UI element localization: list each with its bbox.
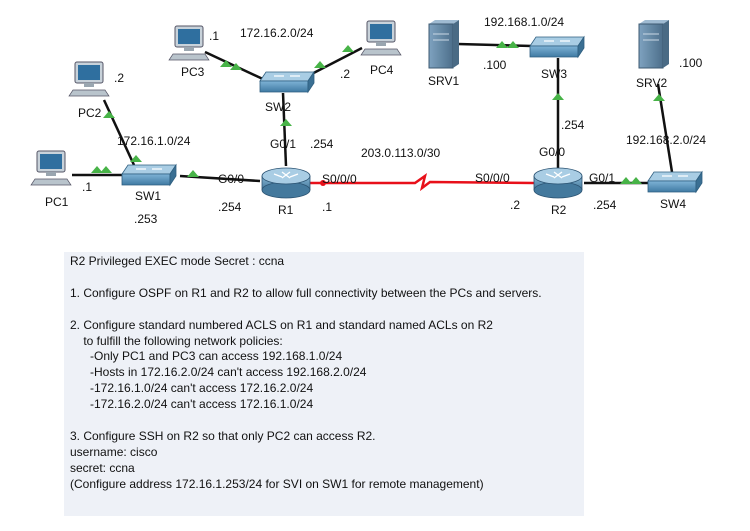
r2-g01-ip-label: .254: [593, 198, 617, 212]
r2-g00-ip-label: .254: [561, 118, 585, 132]
instruction-line: secret: ccna: [70, 460, 135, 475]
link-srv1-sw3: [457, 42, 533, 48]
link-sw2-r1: [281, 92, 288, 167]
sw3-label: SW3: [541, 67, 567, 81]
instruction-line: (Configure address 172.16.1.253/24 for S…: [70, 476, 484, 491]
r2-label: R2: [551, 203, 567, 217]
sw1-ip-label: .253: [134, 212, 158, 226]
pc1-label: PC1: [45, 195, 69, 209]
instruction-line: 3. Configure SSH on R2 so that only PC2 …: [70, 428, 376, 443]
instruction-line: 2. Configure standard numbered ACLS on R…: [70, 317, 493, 332]
r1-g01-ip-label: .254: [310, 137, 334, 151]
instruction-line: -172.16.1.0/24 can't access 172.16.2.0/2…: [70, 381, 314, 396]
port-up-icon: [653, 94, 665, 101]
port-up-icon: [507, 41, 519, 48]
pc2-icon[interactable]: [68, 61, 110, 97]
port-up-icon: [496, 41, 508, 48]
pc2-ip-label: .2: [114, 71, 124, 85]
port-up-icon: [91, 166, 103, 173]
instruction-gap: [70, 413, 578, 429]
sw2-label: SW2: [265, 100, 291, 114]
instruction-line: to fulfill the following network policie…: [70, 333, 283, 348]
pc1-icon[interactable]: [30, 150, 72, 186]
sw2-icon[interactable]: [259, 70, 315, 94]
net-wan-label: 203.0.113.0/30: [361, 146, 441, 160]
link-pc2-sw1: [102, 99, 136, 166]
instruction-line: -172.16.2.0/24 can't access 172.16.1.0/2…: [70, 397, 314, 412]
instruction-line: -Only PC1 and PC3 can access 192.168.1.0…: [70, 349, 343, 364]
pc3-ip-label: .1: [209, 29, 219, 43]
port-up-icon: [552, 93, 564, 100]
port-indicators: [91, 41, 665, 184]
port-up-icon: [342, 45, 354, 52]
r1-g00-ip-label: .254: [218, 200, 242, 214]
instruction-line: -Hosts in 172.16.2.0/24 can't access 192…: [70, 365, 367, 380]
sw1-label: SW1: [135, 189, 161, 203]
instruction-line: R2 Privileged EXEC mode Secret : ccna: [70, 254, 285, 268]
srv1-label: SRV1: [428, 74, 459, 88]
pc4-label: PC4: [370, 63, 394, 77]
port-up-icon: [230, 63, 242, 70]
sw4-label: SW4: [660, 197, 686, 211]
port-up-icon: [220, 60, 232, 67]
pc4-ip-label: .2: [340, 67, 350, 81]
r2-s000-label: S0/0/0: [475, 171, 510, 185]
port-up-icon: [103, 111, 115, 118]
pc1-ip-label: .1: [82, 180, 92, 194]
instruction-line: username: cisco: [70, 444, 158, 459]
srv2-label: SRV2: [636, 76, 667, 90]
port-up-icon: [130, 155, 142, 162]
srv1-ip-label: .100: [483, 58, 507, 72]
port-up-icon: [630, 177, 642, 184]
instruction-line: 1. Configure OSPF on R1 and R2 to allow …: [70, 285, 542, 300]
instructions-panel: R2 Privileged EXEC mode Secret : ccna 1.…: [64, 252, 584, 516]
r1-icon[interactable]: [261, 167, 311, 199]
port-up-icon: [280, 119, 292, 126]
r1-s000-label: S0/0/0: [322, 172, 357, 186]
port-down-icon: [320, 180, 326, 186]
r1-g01-label: G0/1: [270, 137, 296, 151]
r1-s000-ip-label: .1: [322, 200, 332, 214]
port-up-icon: [100, 166, 112, 173]
net-sw1-label: 172.16.1.0/24: [117, 134, 191, 148]
net-sw2-label: 172.16.2.0/24: [240, 26, 314, 40]
r2-g01-label: G0/1: [589, 171, 615, 185]
port-up-icon: [314, 61, 326, 68]
srv2-ip-label: .100: [679, 56, 703, 70]
r1-label: R1: [278, 203, 294, 217]
pc3-label: PC3: [181, 65, 205, 79]
topology-diagram: PC1 PC2 PC3 PC4 SW1 SW2 SW3 SW4 R1 R2 SR…: [30, 15, 706, 226]
srv2-icon[interactable]: [638, 20, 669, 69]
net-sw4-label: 192.168.2.0/24: [626, 133, 706, 147]
sw4-icon[interactable]: [647, 170, 703, 194]
port-up-icon: [187, 170, 199, 177]
net-sw3-label: 192.168.1.0/24: [484, 15, 564, 29]
pc3-icon[interactable]: [168, 25, 210, 61]
pc2-label: PC2: [78, 106, 102, 120]
port-up-icon: [620, 177, 632, 184]
instruction-gap: [70, 302, 578, 318]
srv1-icon[interactable]: [428, 20, 459, 69]
sw1-icon[interactable]: [121, 163, 177, 187]
r2-icon[interactable]: [533, 167, 583, 199]
link-serial-r1-r2: [310, 173, 535, 192]
sw3-icon[interactable]: [529, 35, 585, 59]
r2-s000-ip-label: .2: [510, 198, 520, 212]
r1-g00-label: G0/0: [218, 172, 244, 186]
pc4-icon[interactable]: [360, 20, 402, 56]
r2-g00-label: G0/0: [539, 145, 565, 159]
instruction-gap: [70, 270, 578, 286]
